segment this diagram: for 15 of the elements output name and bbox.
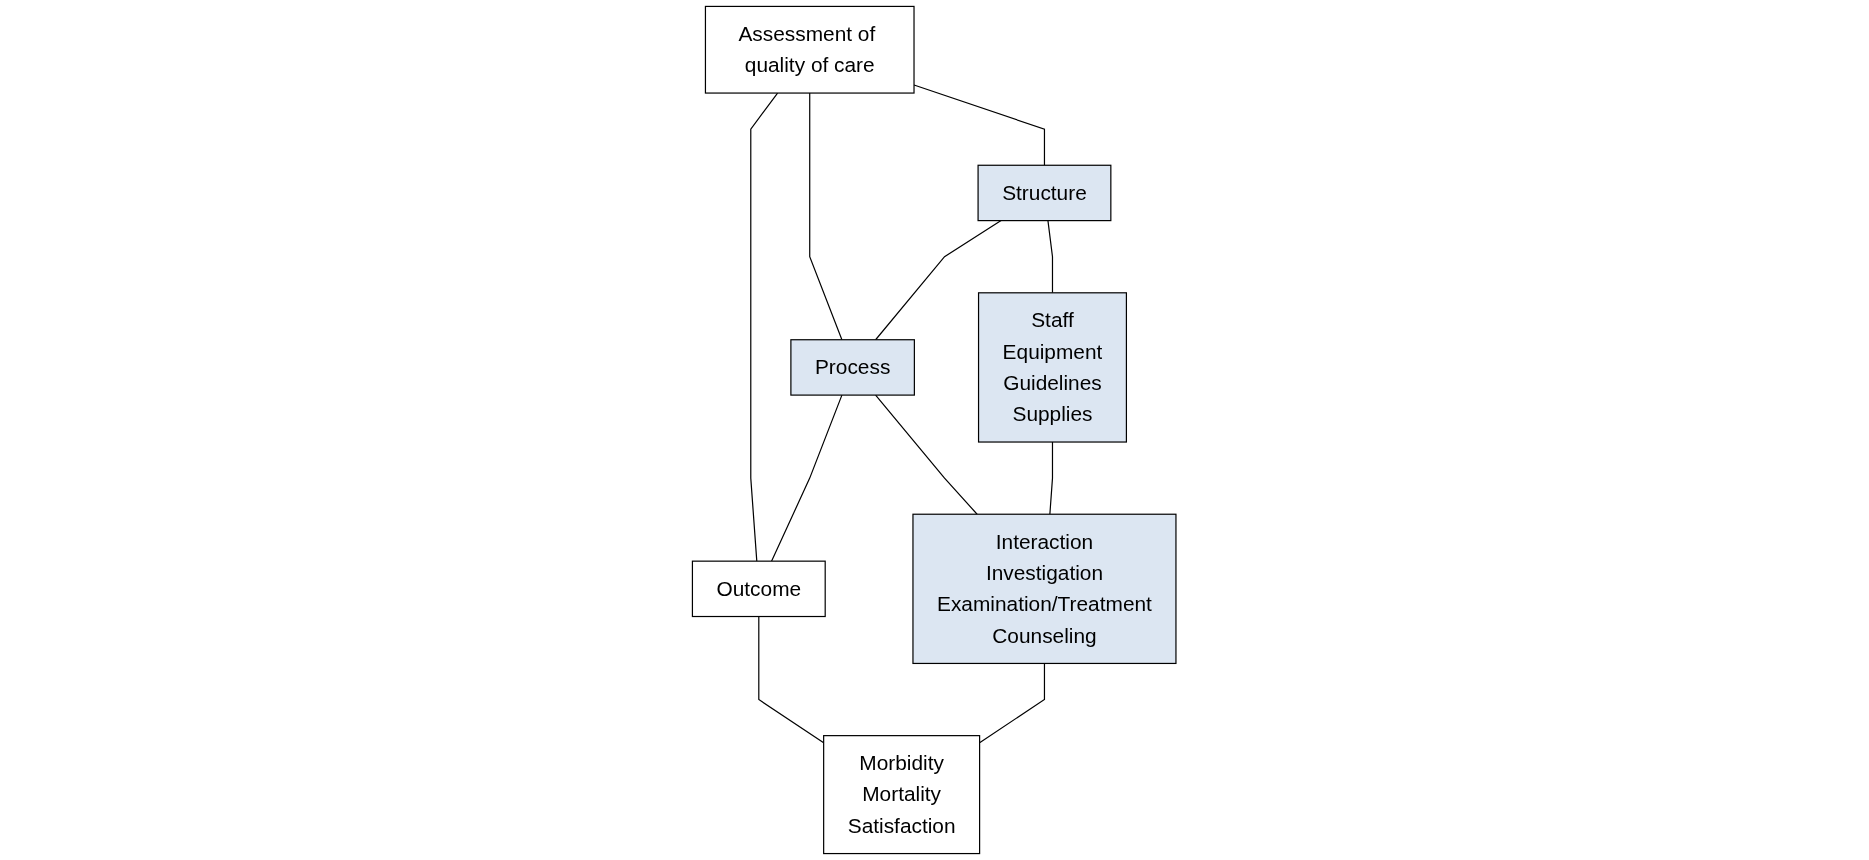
connector (875, 220, 1002, 341)
connector (875, 394, 979, 515)
connector (809, 92, 843, 341)
node-box: Assessment of quality of care (705, 5, 915, 94)
node-box: Morbidity Mortality Satisfaction (823, 735, 981, 855)
node-box: Staff Equipment Guidelines Supplies (978, 292, 1128, 443)
node-box: Interaction Investigation Examination/Treatment Counseling (912, 513, 1177, 665)
node-box: Process (790, 339, 916, 396)
node-box: Outcome (692, 560, 827, 618)
connector (1049, 441, 1054, 515)
node-box: Structure (977, 164, 1112, 222)
connector (979, 662, 1046, 744)
connector (750, 92, 779, 562)
connector (1047, 220, 1054, 294)
connector (771, 394, 843, 562)
